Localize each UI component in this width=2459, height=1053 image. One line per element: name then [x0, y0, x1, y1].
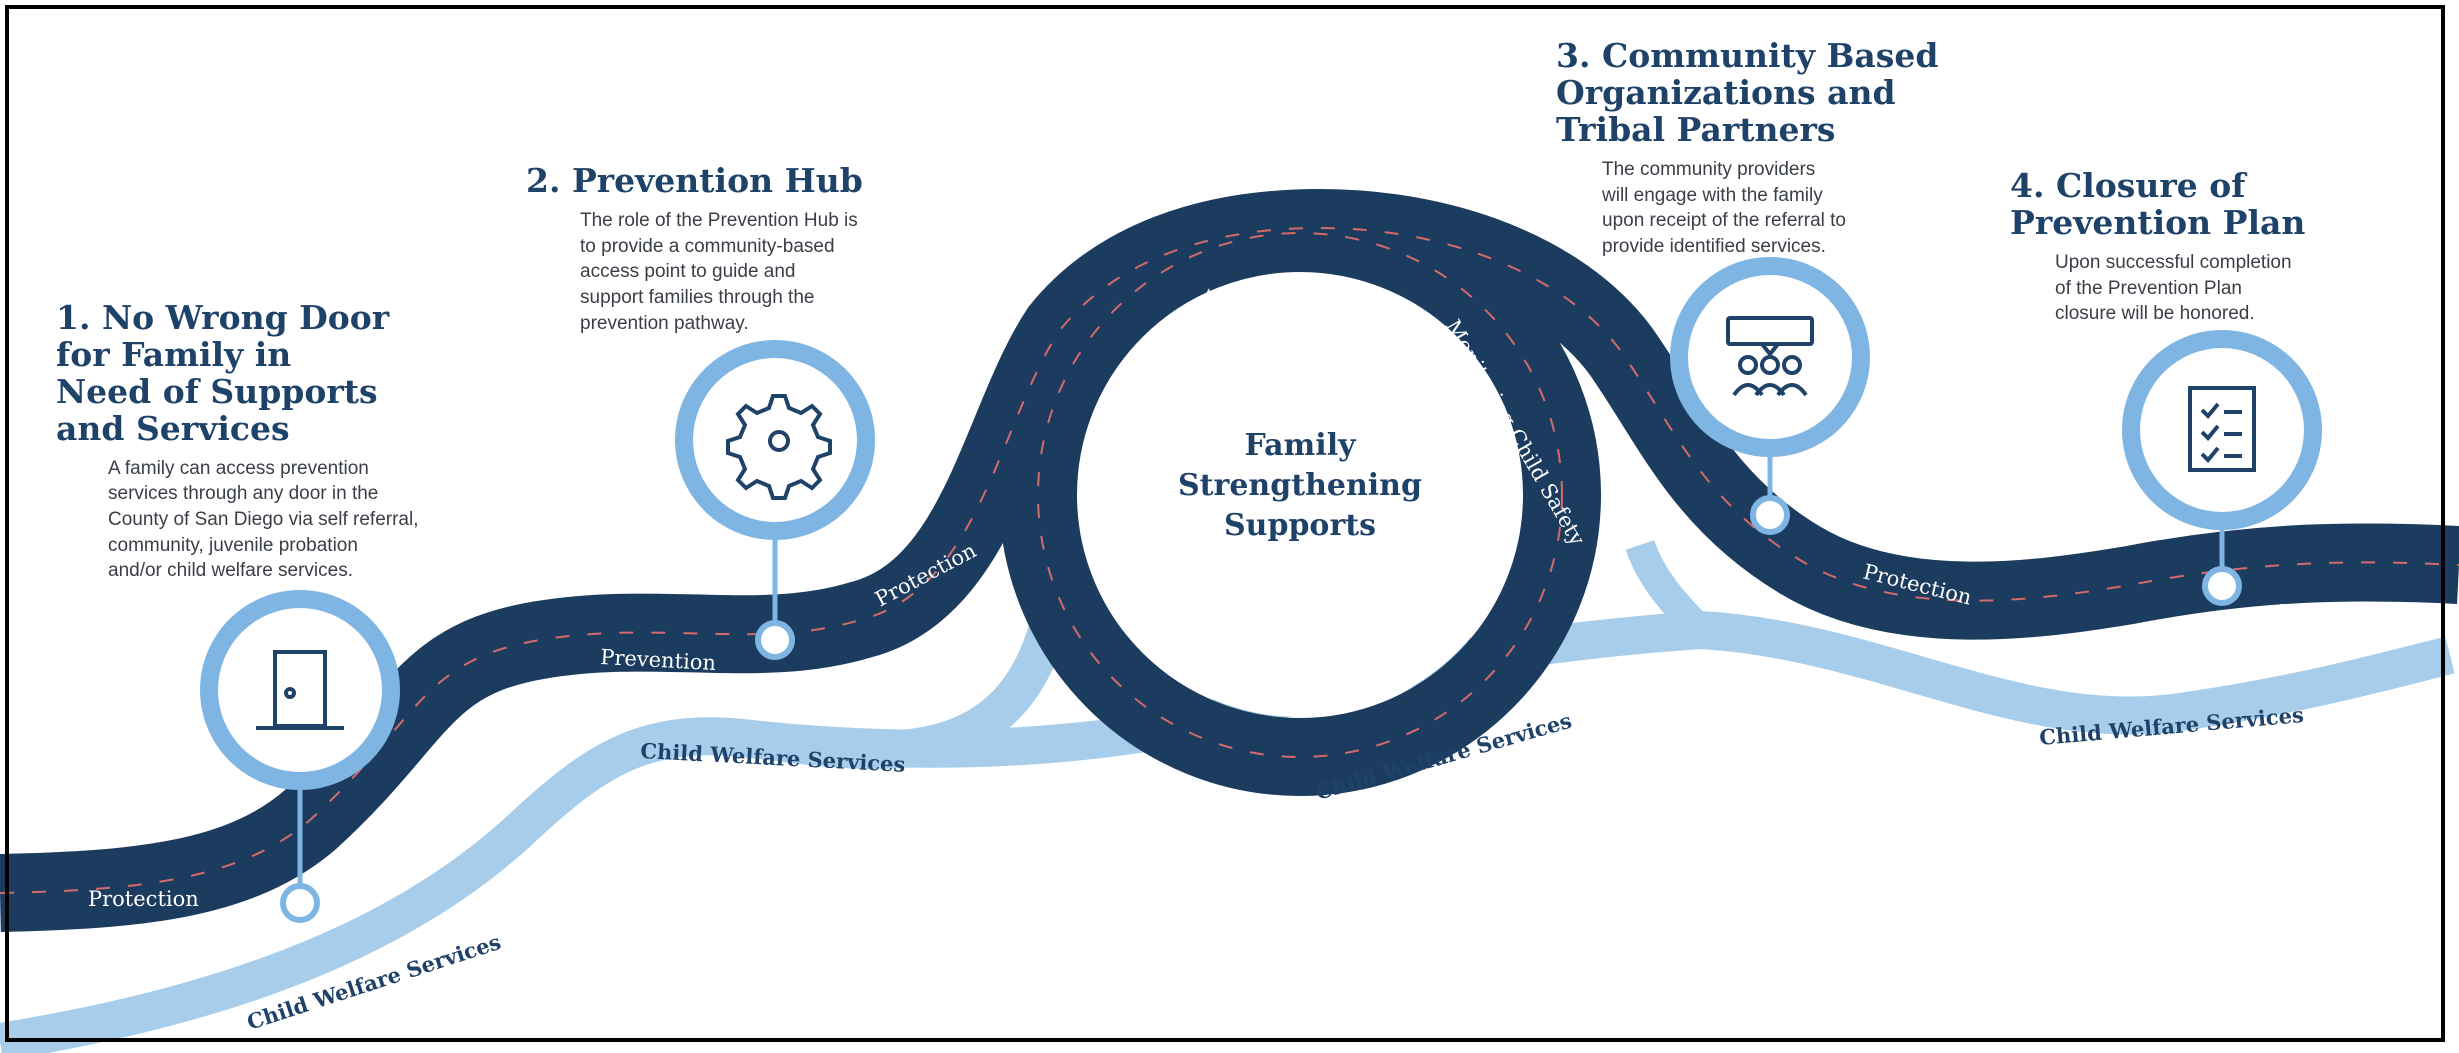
gear-icon	[726, 394, 832, 500]
step-2: 2. Prevention Hub The role of the Preven…	[526, 161, 863, 336]
step-2-body: The role of the Prevention Hub is to pro…	[580, 209, 858, 334]
step-1-title: 1. No Wrong Door for Family in Need of S…	[56, 298, 390, 448]
step-3: 3. Community Based Organizations and Tri…	[1556, 36, 1939, 259]
step-4-title: 4. Closure of Prevention Plan	[2010, 166, 2306, 242]
main-road	[0, 188, 2459, 932]
center-label-line2: Strengthening	[1178, 468, 1422, 503]
step-2-title: 2. Prevention Hub	[526, 161, 863, 200]
step-4-body: Upon successful completion of the Preven…	[2055, 251, 2292, 325]
road-label-protection-1: Protection	[88, 887, 199, 911]
center-label-line3: Supports	[1224, 508, 1376, 543]
pin-step-2	[675, 340, 875, 660]
pin-step-1	[200, 590, 400, 923]
center-label-line1: Family	[1244, 428, 1357, 463]
step-3-body: The community providers will engage with…	[1602, 158, 1846, 257]
checklist-icon	[2188, 386, 2256, 472]
step-1-body: A family can access prevention services …	[108, 457, 419, 582]
step-1: 1. No Wrong Door for Family in Need of S…	[56, 298, 419, 584]
step-4: 4. Closure of Prevention Plan Upon succe…	[2010, 166, 2306, 327]
pin-step-4	[2122, 330, 2322, 606]
door-icon	[256, 650, 344, 730]
road-label-prevention-2: Prevention	[2278, 600, 2395, 634]
community-group-icon	[1726, 316, 1814, 397]
step-3-title: 3. Community Based Organizations and Tri…	[1556, 36, 1939, 149]
